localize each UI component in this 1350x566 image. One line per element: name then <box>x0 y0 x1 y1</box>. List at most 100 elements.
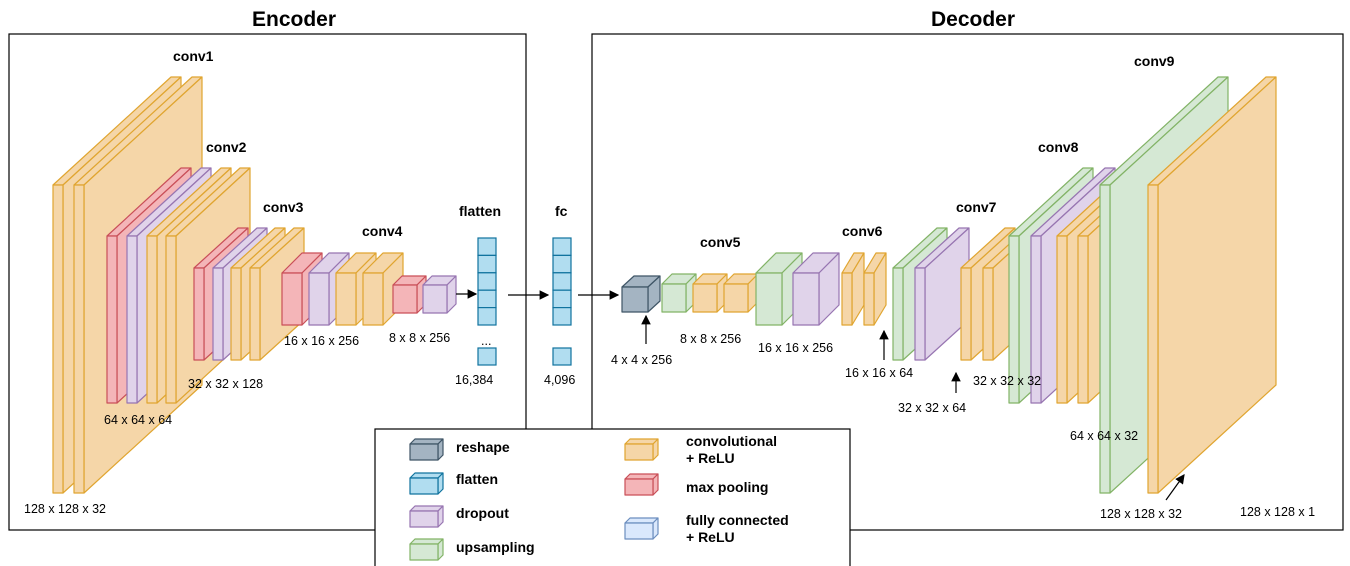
conv1-slab-2-front <box>73 184 85 494</box>
conv7-conv-2-front <box>982 267 994 361</box>
legend-swatch-fc-front <box>624 522 654 540</box>
enc-final-pool-front <box>392 284 418 314</box>
conv9-conv-front <box>1147 184 1159 494</box>
legend-conv-line1: convolutional <box>686 433 777 449</box>
dim-128x128x32-enc: 128 x 128 x 32 <box>24 502 106 516</box>
legend-box <box>374 428 851 566</box>
legend-swatches <box>409 438 659 561</box>
dim-64x64x64: 64 x 64 x 64 <box>104 413 172 427</box>
conv8-upsampling-front <box>1008 235 1020 404</box>
enc-final-dropout-front <box>422 284 448 314</box>
conv7-upsampling-front <box>892 267 904 361</box>
legend-upsampling: upsampling <box>456 539 535 555</box>
reshape-block-front <box>621 286 649 313</box>
conv4-conv-1-front <box>335 272 357 326</box>
flatten-cell-1 <box>477 237 497 256</box>
legend-flatten: flatten <box>456 471 498 487</box>
conv2-pool-front <box>106 235 118 404</box>
encoder-panel <box>8 33 527 531</box>
vector-columns <box>477 237 572 366</box>
conv2-dropout-front <box>126 235 138 404</box>
label-conv1: conv1 <box>173 48 214 64</box>
conv8-conv-1-front <box>1056 235 1068 404</box>
legend-fc-line2: + ReLU <box>686 529 735 545</box>
conv6-conv-2 <box>863 252 887 326</box>
conv3-conv-1-front <box>230 267 242 361</box>
legend-swatch-maxpool-front <box>624 478 654 496</box>
dim-flatten-size: 16,384 <box>455 373 493 387</box>
conv9-upsampling-front <box>1099 184 1111 494</box>
reshape-block <box>621 275 661 313</box>
legend-swatch-upsampling <box>409 538 444 561</box>
conv3-conv-2-front <box>249 267 261 361</box>
legend-swatch-maxpool <box>624 473 659 496</box>
enc-final-dropout <box>422 275 457 314</box>
fc-cell-3 <box>552 272 572 291</box>
legend-swatch-dropout <box>409 505 444 528</box>
conv8-conv-2-front <box>1077 235 1089 404</box>
dim-32x32x64: 32 x 32 x 64 <box>898 401 966 415</box>
legend-dropout: dropout <box>456 505 509 521</box>
dim-16x16x256-dec: 16 x 16 x 256 <box>758 341 833 355</box>
conv5-upsampling <box>661 273 697 313</box>
fc-cell-1 <box>552 237 572 256</box>
legend-reshape: reshape <box>456 439 510 455</box>
legend-swatch-upsampling-front <box>409 543 439 561</box>
label-conv7: conv7 <box>956 199 997 215</box>
dim-32x32x128: 32 x 32 x 128 <box>188 377 263 391</box>
conv5-upsampling-front <box>661 283 687 313</box>
legend-swatch-conv-front <box>624 443 654 461</box>
conv5-conv-1-front <box>692 283 718 313</box>
label-conv9: conv9 <box>1134 53 1175 69</box>
conv5-conv-2 <box>723 273 759 313</box>
flatten-cell-5 <box>477 307 497 326</box>
dim-128x128x1: 128 x 128 x 1 <box>1240 505 1315 519</box>
conv1-slab-1-front <box>52 184 64 494</box>
conv5-conv-1 <box>692 273 728 313</box>
flatten-cell-3 <box>477 272 497 291</box>
label-conv8: conv8 <box>1038 139 1079 155</box>
legend-maxpool: max pooling <box>686 479 768 495</box>
conv6-conv-1 <box>841 252 865 326</box>
conv6-dropout-front <box>792 272 820 326</box>
label-conv3: conv3 <box>263 199 304 215</box>
legend: reshape flatten dropout upsampling convo… <box>374 428 851 566</box>
legend-fc-line1: fully connected <box>686 512 789 528</box>
conv7-conv-1-front <box>960 267 972 361</box>
label-fc: fc <box>555 203 568 219</box>
dim-64x64x32: 64 x 64 x 32 <box>1070 429 1138 443</box>
conv4-conv-2-front <box>362 272 384 326</box>
conv3-pool-front <box>193 267 205 361</box>
legend-conv-line2: + ReLU <box>686 450 735 466</box>
label-conv4: conv4 <box>362 223 403 239</box>
conv9-conv <box>1147 76 1277 494</box>
conv5-conv-2-front <box>723 283 749 313</box>
flatten-ellipsis: ... <box>481 334 491 348</box>
conv8-dropout-front <box>1030 235 1042 404</box>
dim-16x16x64: 16 x 16 x 64 <box>845 366 913 380</box>
dim-4x4x256: 4 x 4 x 256 <box>611 353 672 367</box>
legend-swatch-flatten <box>409 472 444 495</box>
flatten-cell-2 <box>477 254 497 274</box>
encoder-heading: Encoder <box>252 8 336 31</box>
fc-cell-last <box>552 347 572 366</box>
legend-swatch-conv <box>624 438 659 461</box>
conv6-conv-1-front <box>841 272 853 326</box>
conv6-upsampling-front <box>755 272 783 326</box>
decoder-panel <box>591 33 1344 531</box>
conv4-pool-front <box>281 272 303 326</box>
label-conv2: conv2 <box>206 139 247 155</box>
dim-fc-size: 4,096 <box>544 373 575 387</box>
flatten-cell-4 <box>477 289 497 309</box>
legend-swatch-fc <box>624 517 659 540</box>
flatten-cell-last <box>477 347 497 366</box>
legend-swatch-reshape-front <box>409 443 439 461</box>
arrow-conv9-label <box>1165 474 1185 501</box>
conv6-conv-2-front <box>863 272 875 326</box>
flow-arrows <box>456 289 1185 501</box>
fc-cell-5 <box>552 307 572 326</box>
conv2-conv-1-front <box>146 235 158 404</box>
label-conv5: conv5 <box>700 234 741 250</box>
legend-swatch-dropout-front <box>409 510 439 528</box>
fc-cell-2 <box>552 254 572 274</box>
